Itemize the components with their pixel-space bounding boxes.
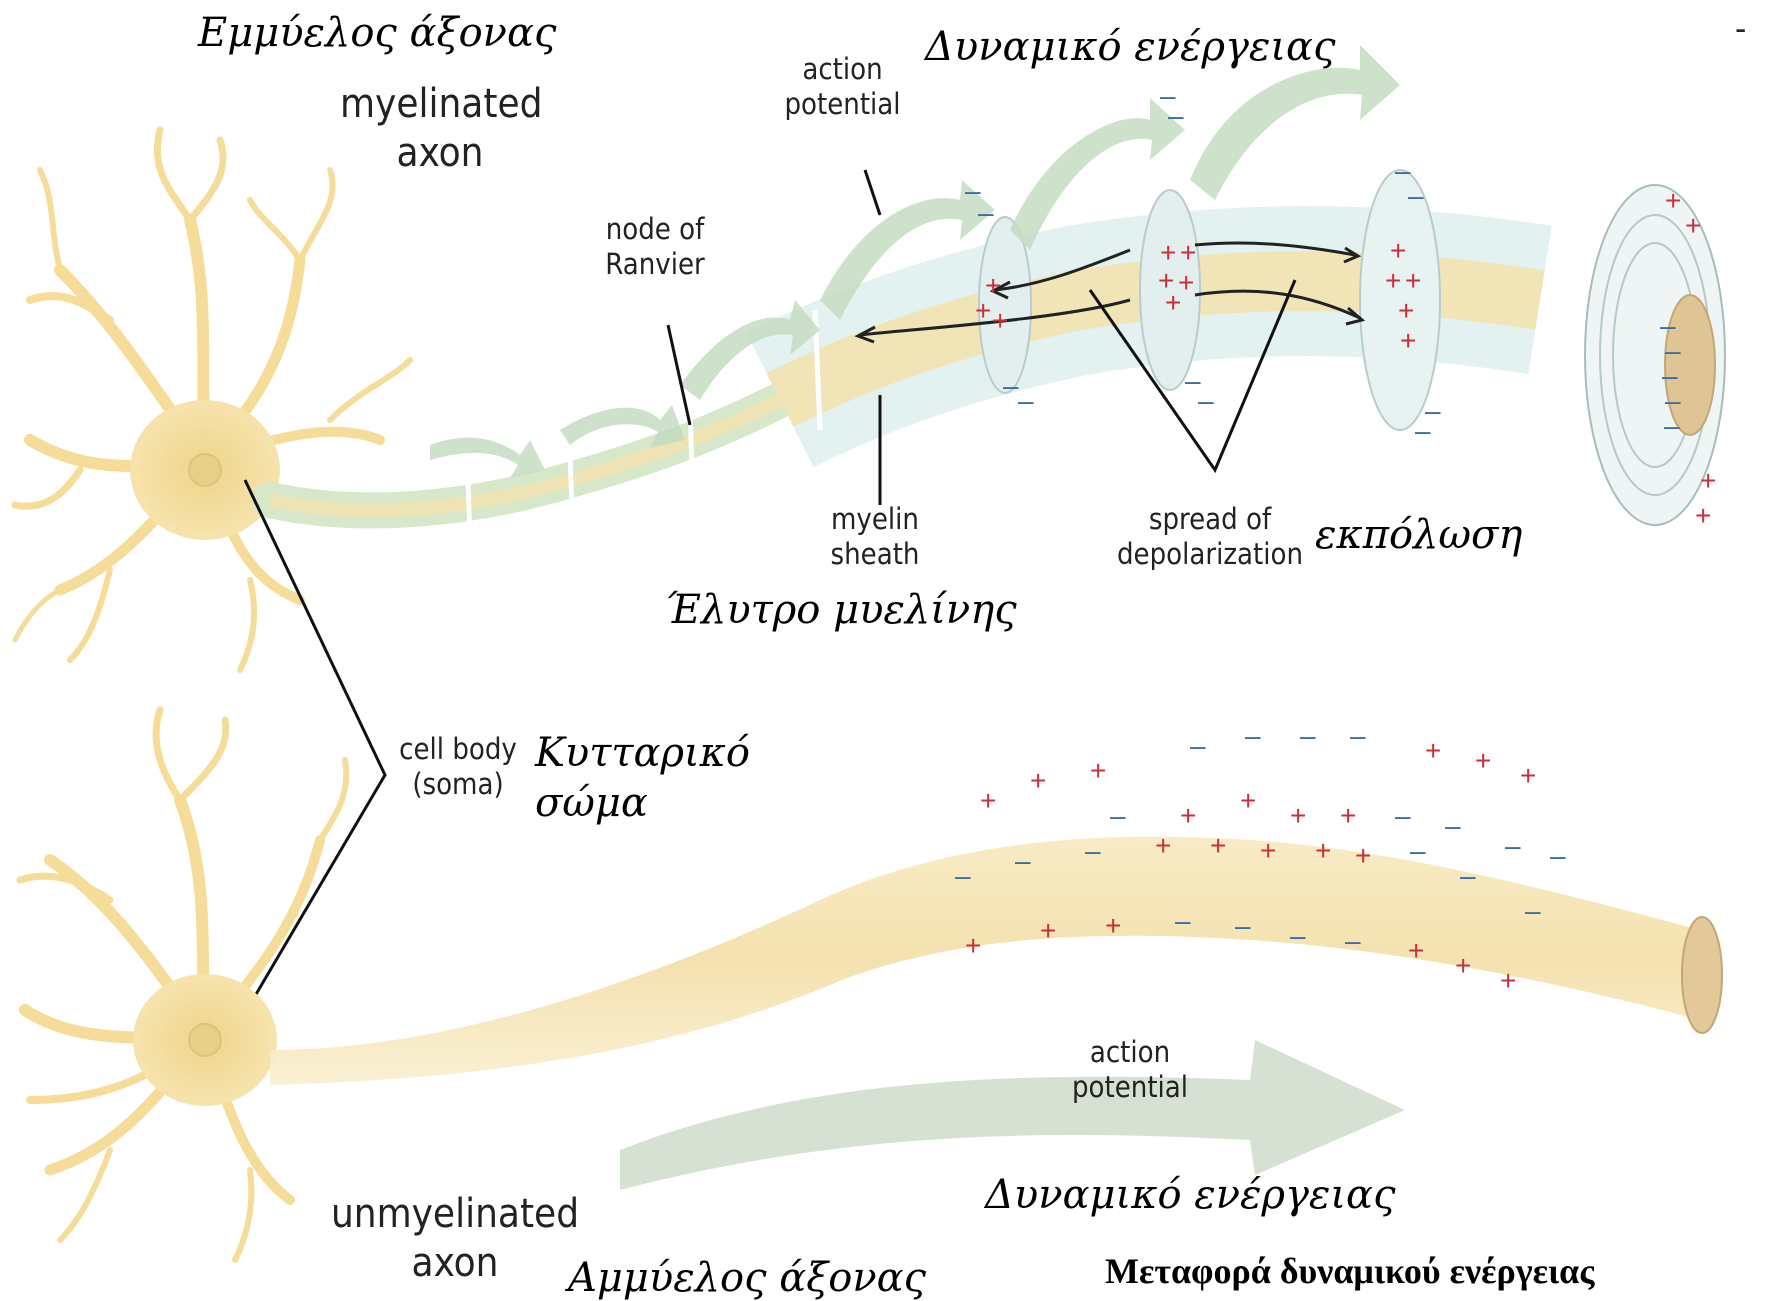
svg-text:–: – <box>1290 920 1306 951</box>
svg-text:+: + <box>1165 287 1181 318</box>
svg-text:–: – <box>1408 180 1424 211</box>
svg-text:+: + <box>1090 755 1106 786</box>
svg-text:+: + <box>1520 760 1536 791</box>
svg-text:–: – <box>1664 410 1680 441</box>
svg-text:+: + <box>1340 800 1356 831</box>
diagram-title: Μεταφορά δυναμικού ενέργειας <box>1105 1250 1594 1292</box>
svg-text:+: + <box>1405 265 1421 296</box>
svg-text:–: – <box>1415 415 1431 446</box>
svg-text:+: + <box>1290 800 1306 831</box>
svg-text:+: + <box>1040 915 1056 946</box>
svg-text:–: – <box>1018 385 1034 416</box>
svg-text:+: + <box>1180 800 1196 831</box>
svg-text:–: – <box>1168 100 1184 131</box>
svg-text:–: – <box>955 860 971 891</box>
svg-text:–: – <box>1550 840 1566 871</box>
myelinated-axon <box>270 170 1725 540</box>
svg-text:+: + <box>1398 295 1414 326</box>
svg-text:+: + <box>1315 835 1331 866</box>
svg-text:+: + <box>1210 830 1226 861</box>
svg-text:–: – <box>1445 810 1461 841</box>
svg-text:+: + <box>1155 830 1171 861</box>
svg-text:+: + <box>1400 325 1416 356</box>
svg-text:+: + <box>1030 765 1046 796</box>
bottom-nucleus <box>189 1024 221 1056</box>
greek-myelin-sheath: Έλυτρο μυελίνης <box>665 585 1017 635</box>
svg-text:–: – <box>1300 720 1316 751</box>
svg-text:–: – <box>1110 800 1126 831</box>
unmyelinated-axon <box>270 837 1722 1085</box>
cell-body-label: cell body(soma) <box>388 732 528 803</box>
svg-text:–: – <box>1198 385 1214 416</box>
svg-text:+: + <box>1695 500 1711 531</box>
svg-text:–: – <box>1395 800 1411 831</box>
svg-text:+: + <box>992 305 1008 336</box>
svg-text:–: – <box>1085 835 1101 866</box>
svg-text:–: – <box>1345 925 1361 956</box>
top-nucleus <box>189 454 221 486</box>
svg-text:–: – <box>978 197 994 228</box>
svg-text:–: – <box>1175 905 1191 936</box>
svg-text:–: – <box>1410 835 1426 866</box>
svg-text:+: + <box>980 785 996 816</box>
top-neuron-dendrites <box>15 130 410 670</box>
svg-text:+: + <box>1260 835 1276 866</box>
svg-text:–: – <box>1015 845 1031 876</box>
svg-text:+: + <box>1685 210 1701 241</box>
svg-text:+: + <box>975 295 991 326</box>
corner-mark: - <box>1735 10 1746 49</box>
svg-text:+: + <box>1455 950 1471 981</box>
svg-text:–: – <box>1350 720 1366 751</box>
svg-text:+: + <box>1355 840 1371 871</box>
svg-text:+: + <box>1160 237 1176 268</box>
svg-text:+: + <box>1385 265 1401 296</box>
svg-text:–: – <box>1003 370 1019 401</box>
svg-text:+: + <box>1500 965 1516 996</box>
greek-unmyelinated-axon: Αμμύελος άξονας <box>568 1253 926 1301</box>
svg-text:–: – <box>1245 720 1261 751</box>
svg-text:+: + <box>1700 465 1716 496</box>
greek-action-potential-top: Δυναμικό ενέργειας <box>925 22 1335 72</box>
unmyelinated-arrow <box>620 1040 1405 1190</box>
greek-depolarization: εκπόλωση <box>1315 510 1522 560</box>
svg-text:–: – <box>1525 895 1541 926</box>
svg-text:–: – <box>1460 860 1476 891</box>
svg-text:+: + <box>1408 935 1424 966</box>
svg-text:+: + <box>1240 785 1256 816</box>
greek-myelinated-axon: Εμμύελος άξονας <box>198 8 556 58</box>
svg-text:+: + <box>1390 235 1406 266</box>
svg-text:–: – <box>1505 830 1521 861</box>
svg-text:+: + <box>1665 185 1681 216</box>
greek-action-potential-bottom: Δυναμικό ενέργειας <box>985 1170 1395 1220</box>
svg-text:–: – <box>1235 910 1251 941</box>
svg-text:+: + <box>965 930 981 961</box>
myelinated-axon-label: myelinatedaxon <box>340 80 540 178</box>
svg-text:+: + <box>1475 745 1491 776</box>
svg-text:+: + <box>1425 735 1441 766</box>
svg-text:+: + <box>1180 237 1196 268</box>
svg-text:+: + <box>1105 910 1121 941</box>
svg-text:–: – <box>1190 730 1206 761</box>
